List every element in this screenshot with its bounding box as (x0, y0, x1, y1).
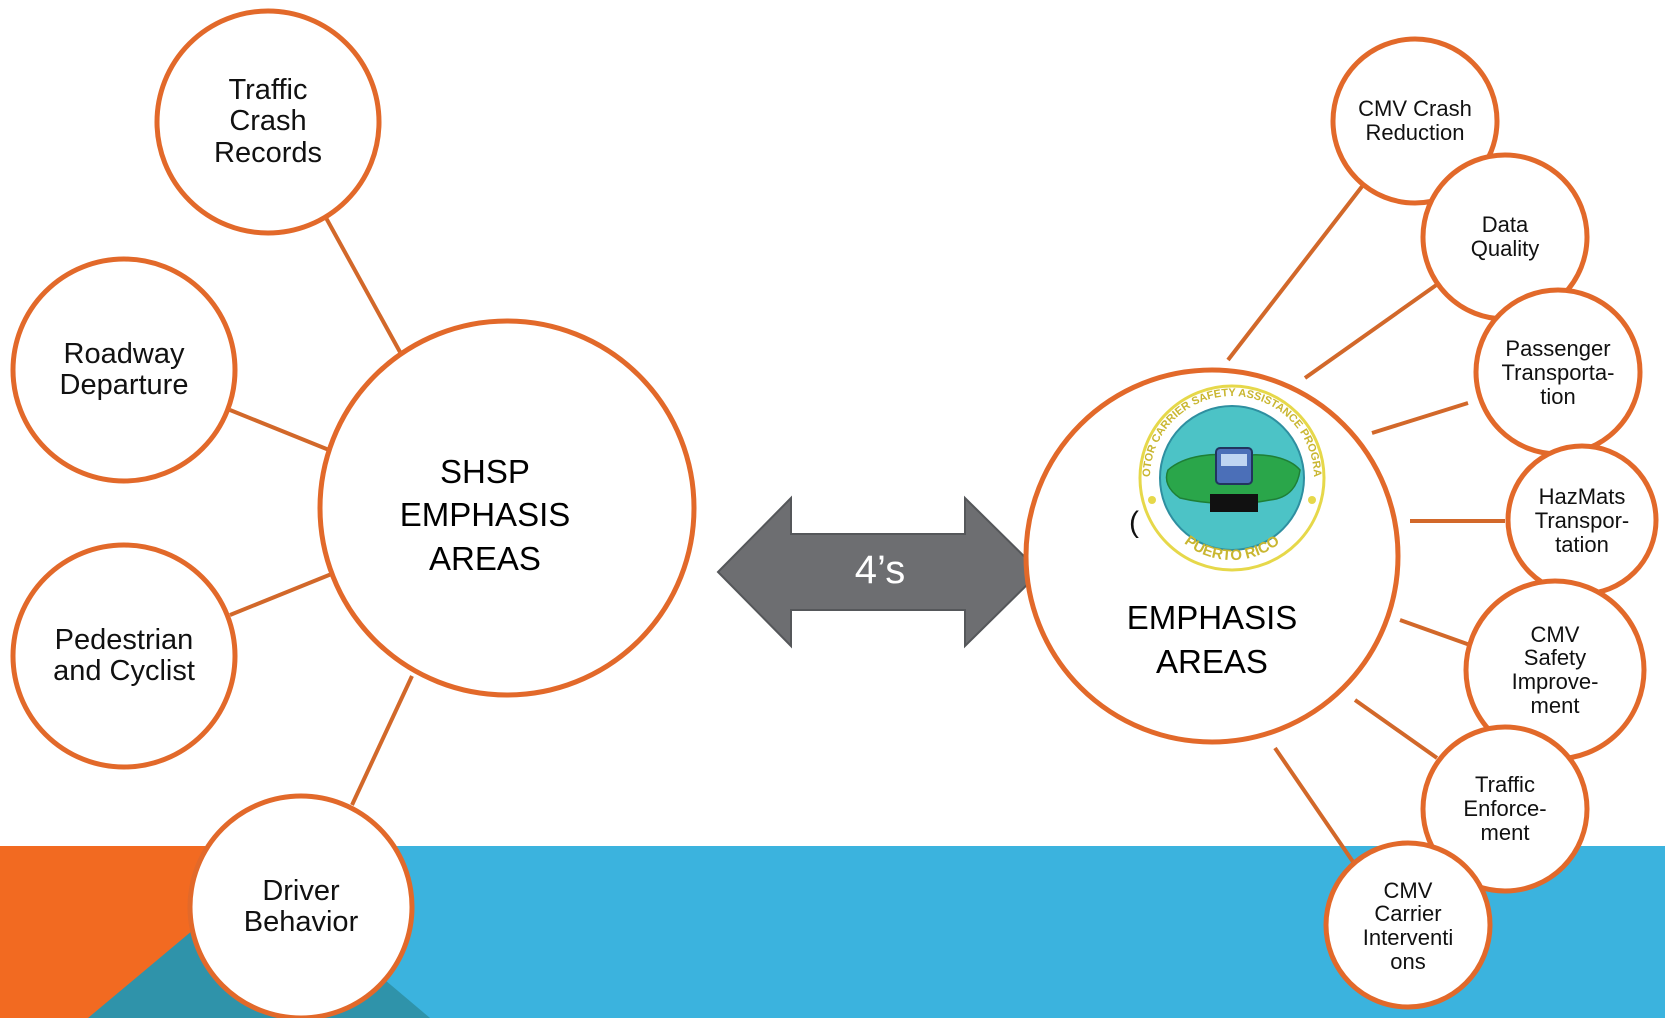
label-pedestrian-cyclist: Pedestrian and Cyclist (53, 623, 195, 687)
left-connectors (229, 215, 414, 806)
node-cmv-crash-reduction (1330, 36, 1500, 206)
connector-carrier-interventions (1273, 746, 1362, 874)
connector-data-quality (1303, 279, 1444, 380)
hub-mcsap-label: EMPHASIS AREAS (1126, 599, 1298, 680)
label-traffic-enforcement: Traffic Enforce- ment (1463, 772, 1547, 845)
connector-cmv-safety (1399, 618, 1471, 647)
hub-shsp-label: SHSP EMPHASIS AREAS (399, 452, 571, 577)
hub-shsp (317, 318, 697, 698)
label-cmv-carrier-interventions: CMV Carrier Interventi ons (1362, 877, 1454, 974)
right-connectors (1226, 178, 1505, 874)
node-pedestrian-cyclist (10, 542, 238, 770)
arrow-label: 4’s (854, 548, 906, 592)
label-driver-behavior: Driver Behavior (243, 874, 359, 938)
node-cmv-carrier-interventions (1323, 840, 1493, 1010)
label-hazmats-transportation: HazMats Transpor- tation (1534, 484, 1630, 557)
label-roadway-departure: Roadway Departure (59, 337, 189, 401)
node-driver-behavior (187, 793, 415, 1018)
label-data-quality: Data Quality (1470, 212, 1540, 261)
node-traffic-enforcement (1420, 724, 1590, 894)
hub-partial-char: ( (1129, 505, 1139, 539)
node-traffic-crash-records (154, 8, 382, 236)
connector-passenger (1371, 401, 1469, 435)
connector-cmv-crash (1226, 178, 1369, 362)
connector-traffic-enforcement (1353, 698, 1439, 760)
label-cmv-safety-improvement: CMV Safety Improve- ment (1511, 621, 1599, 718)
connector-driver-behavior (350, 675, 414, 806)
connector-crash-records (323, 215, 402, 353)
connector-pedestrian (229, 571, 335, 617)
connector-roadway-departure (229, 408, 335, 454)
label-traffic-crash-records: Traffic Crash Records (214, 74, 322, 169)
label-cmv-crash-reduction: CMV Crash Reduction (1358, 96, 1472, 145)
node-roadway-departure (10, 256, 238, 484)
label-passenger-transportation: Passenger Transporta- tion (1501, 336, 1615, 409)
